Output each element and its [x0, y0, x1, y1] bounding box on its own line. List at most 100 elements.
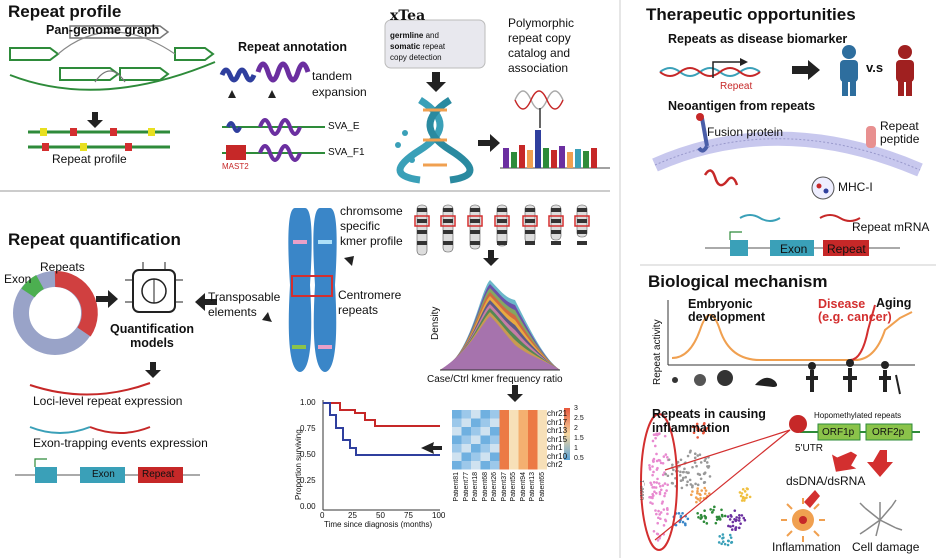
umap-point — [740, 499, 744, 502]
hypomethylated-label: Hopomethylated repeats — [814, 411, 902, 420]
umap-point — [720, 542, 723, 546]
umap-point — [651, 486, 654, 489]
heatmap-cell — [480, 452, 490, 461]
heatmap-col-label: Patient65 — [538, 471, 546, 502]
heatmap-cell — [499, 435, 509, 444]
survival-ytick: 0.50 — [300, 450, 316, 459]
heatmap-col-label: Patient94 — [519, 471, 527, 502]
umap-point — [685, 483, 689, 487]
survival-xtick: 100 — [432, 511, 446, 520]
ai-brain-icon — [125, 262, 183, 313]
umap-point — [703, 509, 706, 512]
gene-structure-therapeutic — [705, 231, 900, 256]
karyotype-band — [470, 230, 480, 234]
umap-point — [721, 537, 724, 540]
umap-point — [674, 523, 678, 527]
heatmap-cell — [528, 410, 538, 419]
therapeutic-title: Therapeutic opportunities — [646, 5, 856, 24]
karyotype-highlight — [467, 215, 483, 227]
karyotype-highlight — [522, 215, 538, 227]
karyotype-highlight — [548, 215, 564, 227]
umap-point — [671, 463, 674, 467]
umap-point — [704, 516, 707, 520]
biomarker-repeat-label: Repeat — [720, 81, 753, 92]
umap-point — [738, 516, 741, 520]
umap-point — [700, 489, 703, 492]
heatmap-cell — [490, 444, 500, 453]
arrow-down-icon-3 — [145, 362, 161, 378]
heatmap — [452, 410, 547, 470]
arrow-left-icon — [195, 293, 217, 311]
activity-ylabel: Repeat activity — [652, 319, 663, 385]
cell-membrane-icon — [652, 131, 923, 177]
karyotype-band — [417, 208, 427, 212]
quantification-models-label: Quantification models — [110, 322, 195, 350]
karyotype-highlight — [414, 215, 430, 227]
xtea-box — [384, 19, 486, 69]
umap-point — [738, 513, 741, 517]
umap-point — [717, 541, 721, 544]
umap-point — [658, 459, 662, 462]
mrna-exon-icon — [739, 214, 781, 222]
karyotype-band — [497, 219, 507, 223]
person-blue-icon — [840, 45, 858, 96]
karyotype-highlight — [574, 215, 590, 227]
karyotype-band — [525, 208, 535, 212]
mechanism-title: Biological mechanism — [648, 272, 828, 291]
arrow-up-right-icon — [335, 256, 354, 272]
karyotype-band — [417, 230, 427, 234]
umap-point — [704, 489, 708, 492]
umap-point — [694, 482, 697, 486]
umap-point — [685, 470, 688, 474]
umap-point — [664, 472, 667, 476]
heatmap-legend-label: 2.5 — [574, 415, 584, 422]
survival-xtick: 0 — [320, 511, 325, 520]
umap-point — [663, 494, 666, 498]
umap-point — [734, 526, 738, 529]
tandem-repeat-purple-icon — [255, 61, 311, 83]
centromere-label: Centromere repeats — [338, 288, 402, 317]
vs-label: v.s — [866, 60, 884, 75]
inflammation-label: Inflammation — [772, 540, 841, 554]
umap-point — [666, 456, 669, 459]
umap-point — [698, 499, 702, 502]
umap-point — [715, 515, 719, 519]
umap-point — [659, 488, 663, 492]
karyotype-band — [525, 241, 535, 245]
xtea-line3: copy detection — [390, 53, 442, 62]
heatmap-cell — [461, 461, 471, 470]
umap-point — [658, 536, 661, 540]
umap-point — [652, 433, 656, 437]
karyotype-band — [417, 219, 427, 223]
survival-ytick: 0.25 — [300, 476, 316, 485]
karyotype-band — [497, 230, 507, 234]
umap-point — [723, 514, 727, 518]
umap-point — [748, 495, 752, 499]
umap-point — [651, 502, 654, 505]
umap-point — [693, 456, 697, 460]
umap-point — [739, 522, 742, 525]
umap-point — [659, 424, 663, 428]
umap-point — [671, 482, 675, 485]
umap-point — [743, 518, 747, 522]
umap-point — [653, 490, 656, 493]
karyotype-strip — [414, 204, 590, 256]
umap-point — [661, 484, 665, 487]
umap-point — [678, 474, 682, 477]
pangenome-label: Pan-genome graph — [46, 23, 160, 37]
umap-point — [696, 491, 699, 495]
umap-point — [699, 493, 702, 497]
umap-point — [654, 492, 658, 495]
umap-point — [702, 423, 706, 426]
heatmap-cell — [528, 444, 538, 453]
umap-point — [733, 517, 736, 521]
heatmap-cell — [480, 418, 490, 427]
umap-point — [656, 521, 660, 525]
umap-scatter — [648, 422, 752, 547]
repeat-profile-track — [28, 128, 170, 151]
umap-point — [729, 525, 732, 528]
umap-point — [655, 452, 658, 456]
umap-point — [666, 512, 669, 516]
heatmap-cell — [518, 427, 528, 436]
umap-point — [696, 426, 699, 430]
